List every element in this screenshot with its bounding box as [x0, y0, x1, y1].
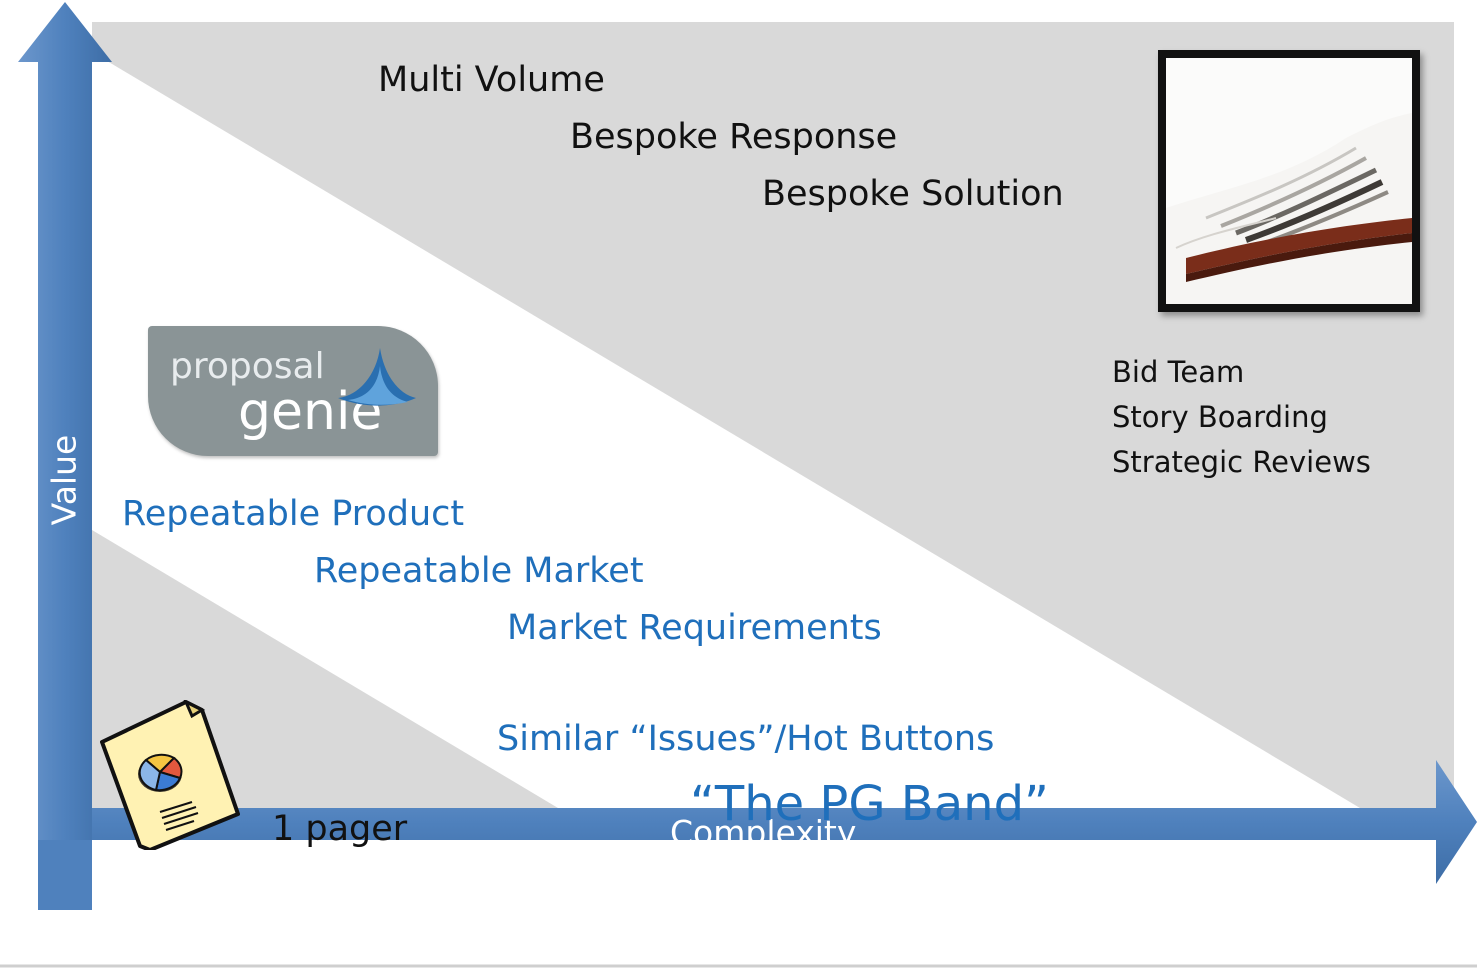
pg-band-region — [92, 52, 1360, 808]
label-one-pager: 1 pager — [272, 809, 408, 849]
label-bid-team: Bid Team — [1112, 355, 1245, 389]
label-strategic-reviews: Strategic Reviews — [1112, 445, 1371, 479]
label-pg-band: “The PG Band” — [690, 776, 1049, 832]
label-story-boarding: Story Boarding — [1112, 400, 1328, 434]
label-bespoke-response: Bespoke Response — [570, 117, 898, 157]
open-book-image — [1158, 50, 1420, 312]
y-axis-label: Value — [44, 434, 84, 526]
open-book-icon — [1166, 58, 1412, 304]
proposal-genie-logo: proposal genie — [148, 326, 438, 456]
label-market-requirements: Market Requirements — [507, 608, 882, 648]
label-multi-volume: Multi Volume — [378, 60, 605, 100]
label-hot-buttons: Similar “Issues”/Hot Buttons — [497, 719, 995, 759]
x-axis-label: Complexity — [670, 813, 857, 852]
label-repeatable-product: Repeatable Product — [122, 494, 465, 534]
axis-corner — [38, 840, 92, 910]
pie-chart-document-icon — [100, 700, 240, 850]
y-axis-arrow — [18, 2, 112, 910]
label-repeatable-market: Repeatable Market — [314, 551, 644, 591]
label-bespoke-solution: Bespoke Solution — [762, 174, 1064, 214]
x-axis-arrow — [92, 760, 1477, 884]
logo-word-proposal: proposal — [170, 346, 325, 387]
wave-icon — [338, 348, 416, 406]
